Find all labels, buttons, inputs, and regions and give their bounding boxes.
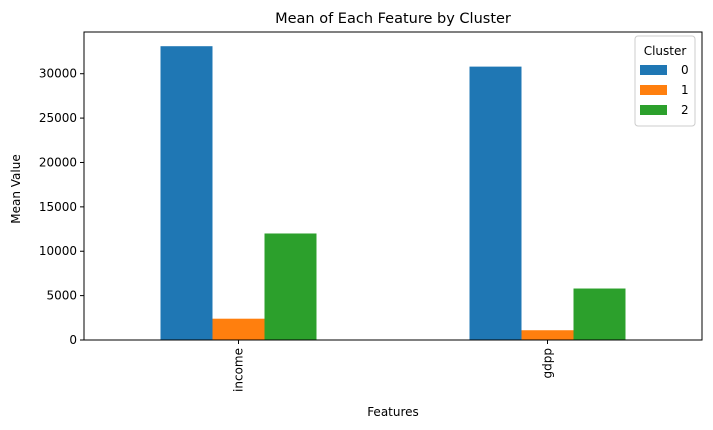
chart-title: Mean of Each Feature by Cluster [275,11,511,27]
legend-label-2: 2 [681,103,689,117]
x-tick-label-gdpp: gdpp [541,348,555,378]
legend-title: Cluster [644,44,687,58]
legend-label-0: 0 [681,63,689,77]
y-tick-label: 30000 [39,67,77,81]
y-axis: 0 5000 10000 15000 20000 25000 30000 [39,67,84,347]
bar-income-cluster-1 [212,318,265,340]
y-axis-label: Mean Value [9,154,23,223]
legend-label-1: 1 [681,83,689,97]
bar-income-cluster-2 [264,233,317,340]
bar-gdpp-cluster-2 [573,288,626,340]
y-tick-label: 10000 [39,244,77,258]
x-tick-label-income: income [232,348,246,392]
bar-gdpp-cluster-1 [521,330,574,340]
x-axis-label: Features [367,405,419,419]
plot-area [160,46,626,341]
y-tick-label: 0 [69,333,77,347]
x-axis: income gdpp [232,340,555,392]
y-tick-label: 25000 [39,111,77,125]
legend: Cluster 0 1 2 [634,35,696,127]
legend-swatch-2 [640,105,667,115]
y-tick-label: 20000 [39,155,77,169]
legend-box [634,35,696,127]
y-tick-label: 15000 [39,200,77,214]
bar-gdpp-cluster-0 [469,66,522,341]
legend-swatch-1 [640,85,667,95]
y-tick-label: 5000 [46,289,77,303]
bar-income-cluster-0 [160,46,213,341]
plot-frame [83,31,703,341]
legend-swatch-0 [640,65,667,75]
